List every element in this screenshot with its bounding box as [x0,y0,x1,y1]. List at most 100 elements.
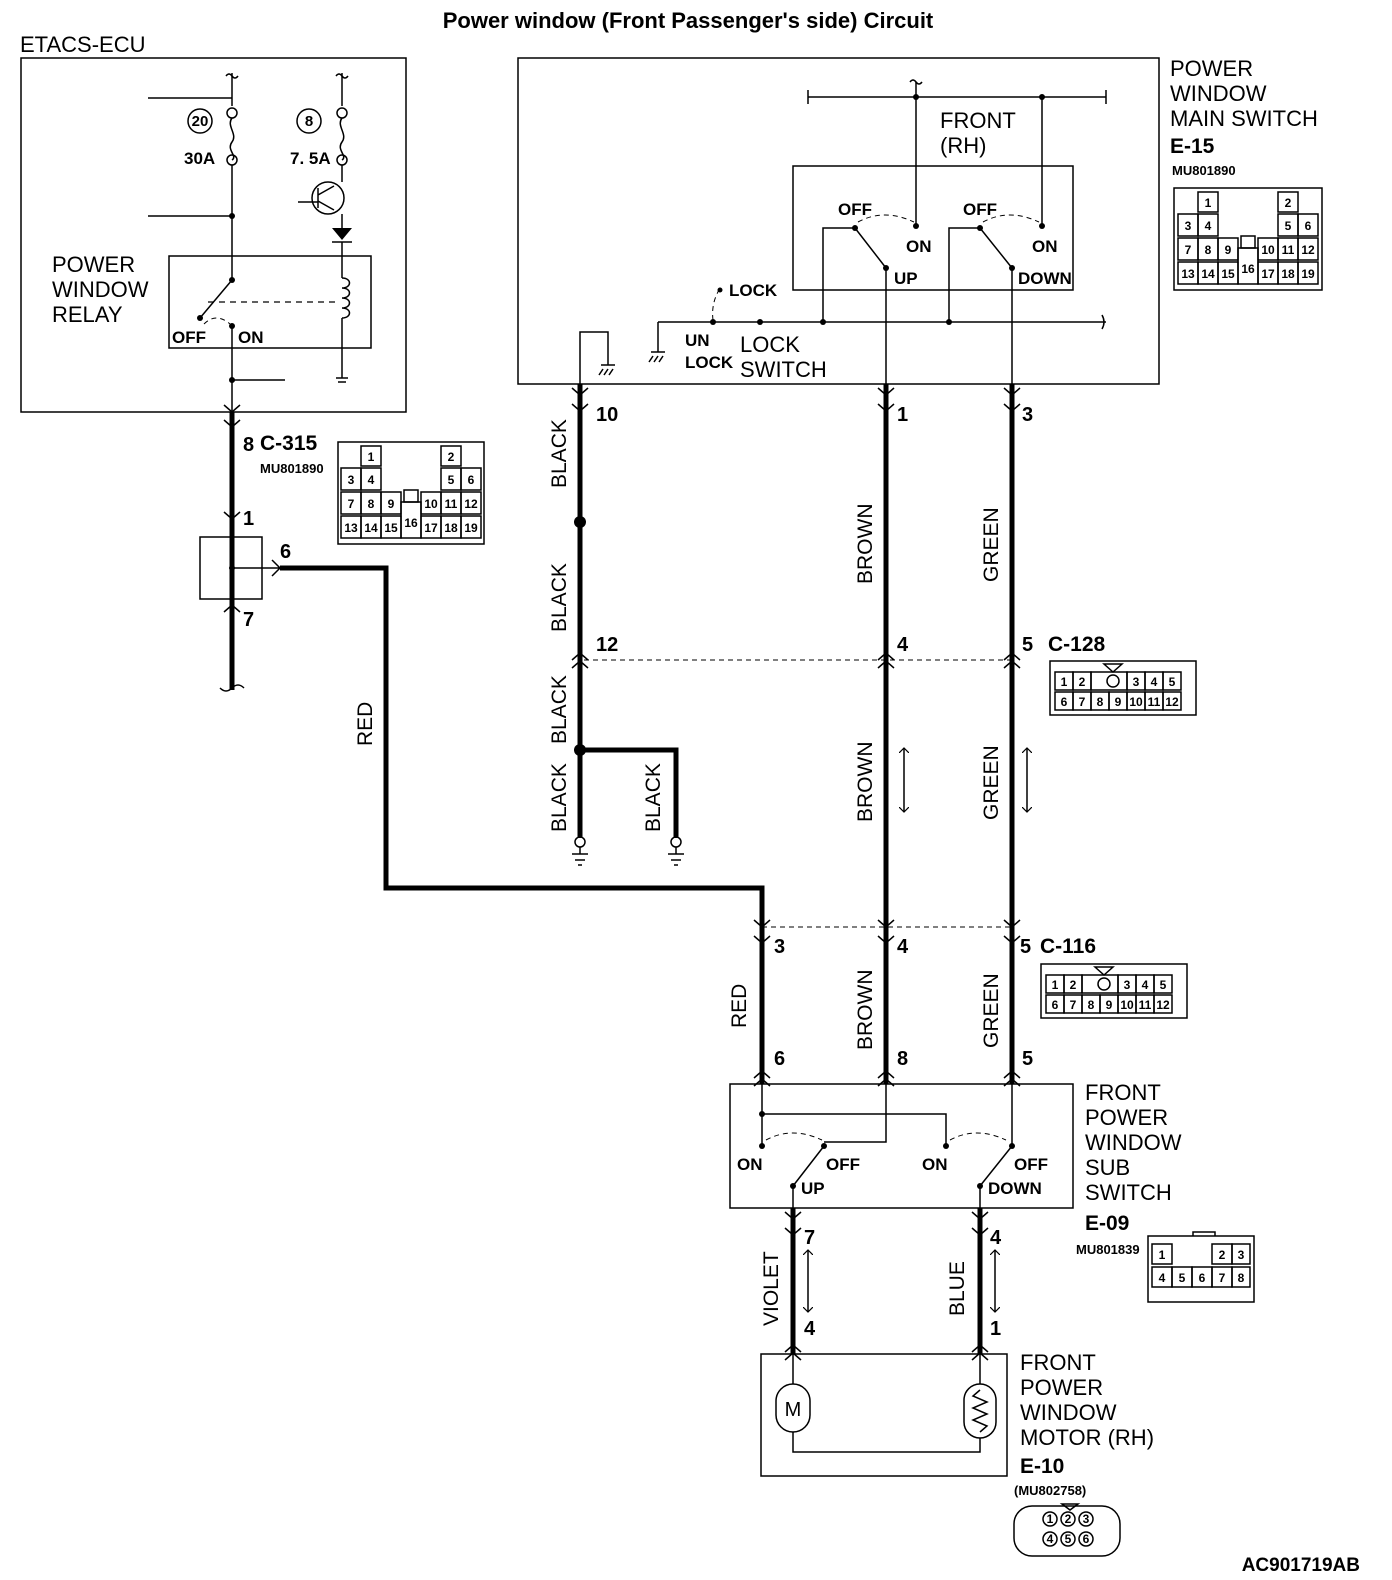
diode-icon [332,228,352,278]
svg-text:WINDOW: WINDOW [1020,1400,1117,1425]
svg-text:6: 6 [280,541,291,563]
green-wire-group: GREEN GREEN GREEN 3 5 5 5 [980,384,1033,1084]
wire-label-green-2: GREEN [980,745,1003,820]
svg-text:12: 12 [464,497,478,511]
svg-text:14: 14 [364,521,378,535]
svg-text:OFF: OFF [172,328,206,347]
svg-text:UN: UN [685,331,710,350]
svg-text:20: 20 [192,113,209,130]
svg-text:1: 1 [897,404,908,426]
svg-text:11: 11 [1282,243,1295,257]
svg-text:WINDOW: WINDOW [52,277,149,302]
etacs-ecu: ETACS-ECU 20 30A 8 7. 5A [20,32,407,413]
svg-text:4: 4 [368,473,375,487]
front-rh-switch-box [792,165,1074,291]
svg-text:FRONT: FRONT [940,108,1016,133]
svg-text:4: 4 [1159,1271,1166,1285]
svg-text:10: 10 [1129,695,1143,709]
wire-label-red-2: RED [728,984,751,1028]
wire-label-blue: BLUE [946,1261,969,1316]
brown-wire-group: BROWN BROWN BROWN 1 4 4 8 [854,384,909,1084]
svg-text:3: 3 [1133,675,1140,689]
fuse-20: 20 30A [184,107,238,168]
svg-text:10: 10 [424,497,438,511]
svg-text:7: 7 [1219,1271,1226,1285]
svg-text:6: 6 [774,1048,785,1070]
svg-text:13: 13 [344,521,358,535]
svg-text:12: 12 [596,634,618,656]
svg-text:17: 17 [1261,267,1275,281]
svg-text:4: 4 [990,1227,1002,1249]
svg-text:5: 5 [1022,634,1033,656]
svg-text:12: 12 [1301,243,1315,257]
svg-text:12: 12 [1156,998,1170,1012]
svg-text:POWER: POWER [52,252,135,277]
wire-label-violet: VIOLET [760,1251,783,1326]
svg-text:OFF: OFF [963,200,997,219]
violet-blue-wire-group: VIOLET BLUE 7 4 4 1 [760,1208,1002,1361]
svg-text:7: 7 [1185,243,1192,257]
connector-c128: C-128 1 2 3 4 5 6 7 8 9 10 11 12 [584,633,1197,716]
svg-text:6: 6 [1061,695,1068,709]
svg-text:LOCK: LOCK [740,332,800,357]
svg-text:7: 7 [1079,695,1086,709]
svg-text:10: 10 [1120,998,1134,1012]
svg-text:1: 1 [1052,978,1059,992]
svg-text:8: 8 [1238,1271,1245,1285]
fuse-8: 8 7. 5A [290,107,348,168]
svg-text:4: 4 [1205,219,1212,233]
svg-text:11: 11 [1148,695,1161,709]
svg-text:10: 10 [596,404,618,426]
svg-text:19: 19 [1301,267,1315,281]
svg-text:7: 7 [804,1227,815,1249]
etacs-ecu-label: ETACS-ECU [20,32,146,57]
svg-text:C-128: C-128 [1048,633,1106,656]
svg-text:C-116: C-116 [1040,935,1096,958]
svg-text:3: 3 [1238,1248,1245,1262]
svg-text:WINDOW: WINDOW [1170,81,1267,106]
svg-text:9: 9 [1115,695,1122,709]
svg-text:3: 3 [1185,219,1192,233]
svg-text:LOCK: LOCK [685,353,734,372]
svg-text:ON: ON [238,328,264,347]
svg-text:1: 1 [1159,1248,1166,1262]
svg-text:ON: ON [906,237,932,256]
svg-text:11: 11 [445,497,458,511]
svg-text:2: 2 [1065,1512,1072,1526]
svg-text:8: 8 [368,497,375,511]
svg-text:UP: UP [801,1179,825,1198]
wire-red-long [280,565,765,1084]
svg-text:SWITCH: SWITCH [740,357,827,382]
svg-text:POWER: POWER [1085,1105,1168,1130]
svg-text:8: 8 [305,113,313,130]
c315-connector-face: 1 2 3 4 5 6 7 8 9 10 11 12 13 14 15 16 1… [337,441,485,545]
svg-text:DOWN: DOWN [1018,269,1072,288]
svg-text:17: 17 [424,521,438,535]
svg-text:7: 7 [243,609,254,631]
front-power-window-sub-switch: FRONT POWER WINDOW SUB SWITCH E-09 MU801… [729,1070,1182,1257]
e10-connector-face: 1 2 3 4 5 6 [1013,1503,1121,1557]
svg-text:ON: ON [737,1155,763,1174]
svg-text:FRONT: FRONT [1085,1080,1161,1105]
svg-text:2: 2 [1285,196,1292,210]
svg-text:6: 6 [1305,219,1312,233]
svg-text:6: 6 [468,473,475,487]
svg-text:18: 18 [444,521,458,535]
svg-text:3: 3 [1022,404,1033,426]
svg-text:1: 1 [368,450,375,464]
main-switch-box [517,57,1160,385]
svg-text:5: 5 [1022,1048,1033,1070]
svg-text:SUB: SUB [1085,1155,1130,1180]
motor-icon: M [775,1383,811,1433]
svg-text:POWER: POWER [1020,1375,1103,1400]
wire-label-brown-1: BROWN [854,504,877,585]
svg-text:12: 12 [1165,695,1179,709]
svg-text:2: 2 [448,450,455,464]
svg-text:9: 9 [1225,243,1232,257]
svg-text:4: 4 [1142,978,1149,992]
svg-text:6: 6 [1199,1271,1206,1285]
svg-text:5: 5 [1020,936,1031,958]
svg-text:5: 5 [1285,219,1292,233]
svg-text:ON: ON [1032,237,1058,256]
svg-text:7. 5A: 7. 5A [290,149,331,168]
